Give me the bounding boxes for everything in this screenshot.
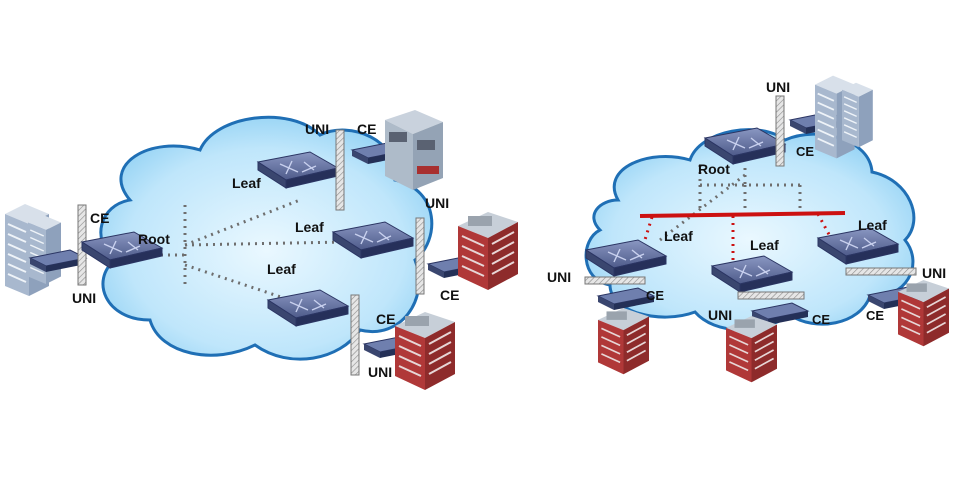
left-leaf-2: Leaf UNI CE xyxy=(295,195,519,303)
right-leaf-1: Leaf UNI CE xyxy=(547,228,693,376)
ce-label: CE xyxy=(440,287,459,303)
ce-label: CE xyxy=(90,210,109,226)
leaf-label: Leaf xyxy=(858,217,887,233)
left-tree-diagram: Root CE UNI Leaf UNI CE L xyxy=(4,110,519,391)
ce-label: CE xyxy=(357,121,376,137)
leaf-label: Leaf xyxy=(232,175,261,191)
right-tree-diagram: UNI CE Root Leaf UNI CE Leaf UNI CE xyxy=(547,74,950,384)
left-root-site: Root CE UNI xyxy=(4,203,170,306)
left-leaf-3: Leaf CE UNI xyxy=(267,261,456,391)
ce-label: CE xyxy=(646,288,664,303)
office-building-icon xyxy=(385,110,443,190)
right-leaf-2: Leaf UNI CE xyxy=(708,237,830,384)
office-building-icon xyxy=(457,211,519,291)
uni-label: UNI xyxy=(547,269,571,285)
data-center-icon xyxy=(841,82,874,148)
ce-label: CE xyxy=(812,312,830,327)
left-leaf-1: Leaf UNI CE xyxy=(232,110,443,211)
right-dotted-links xyxy=(659,165,802,242)
uni-port-bar xyxy=(775,95,785,167)
office-building-icon xyxy=(394,311,456,391)
uni-label: UNI xyxy=(368,364,392,380)
uni-label: UNI xyxy=(425,195,449,211)
left-dotted-links xyxy=(105,198,346,302)
uni-label: UNI xyxy=(922,265,946,281)
ce-label: CE xyxy=(376,311,395,327)
red-dotted-drops xyxy=(638,213,834,266)
ce-label: CE xyxy=(796,144,814,159)
uni-label: UNI xyxy=(766,79,790,95)
office-building-icon xyxy=(897,279,950,348)
leaf-label: Leaf xyxy=(295,219,324,235)
root-label: Root xyxy=(138,231,170,247)
office-building-icon xyxy=(725,315,778,384)
uni-port-bar xyxy=(584,276,646,285)
uni-label: UNI xyxy=(708,307,732,323)
uni-label: UNI xyxy=(305,121,329,137)
uni-port-bar xyxy=(335,129,345,211)
uni-port-bar xyxy=(415,217,425,295)
leaf-label: Leaf xyxy=(267,261,296,277)
right-leaf-3: Leaf UNI CE xyxy=(817,217,950,348)
uni-port-bar xyxy=(845,267,917,276)
red-bus-line xyxy=(639,211,846,218)
data-center-icon xyxy=(27,214,62,285)
uni-label: UNI xyxy=(72,290,96,306)
root-label: Root xyxy=(698,161,730,177)
uni-port-bar xyxy=(350,294,360,376)
uni-port-bar xyxy=(737,291,805,300)
right-root-site: UNI CE Root xyxy=(698,74,874,177)
office-building-icon xyxy=(597,307,650,376)
leaf-label: Leaf xyxy=(664,228,693,244)
leaf-label: Leaf xyxy=(750,237,779,253)
ce-label: CE xyxy=(866,308,884,323)
